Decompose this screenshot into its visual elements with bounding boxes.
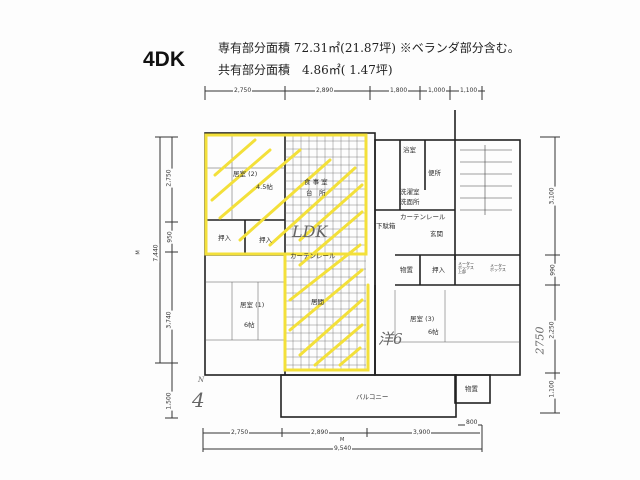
- handwritten-yo6: 洋6: [378, 330, 403, 348]
- dim-right-4: 1,100: [548, 379, 556, 399]
- room1-label: 居室 (1): [240, 301, 265, 309]
- dim-bottom-total-mark: M: [339, 437, 346, 443]
- room3-size: 6帖: [428, 328, 439, 336]
- storage-label: 物置: [400, 266, 413, 274]
- bath-label: 浴室: [403, 146, 416, 154]
- closet-a-label: 押入: [218, 234, 231, 242]
- closet-c-label: 押入: [432, 266, 445, 274]
- dim-right-1: 3,100: [548, 186, 556, 206]
- dim-bottom-2: 2,890: [310, 429, 330, 436]
- dim-top-3: 1,800: [389, 87, 409, 94]
- meter-box-label: メーターボックス: [490, 263, 506, 272]
- handwritten-north: N: [198, 376, 205, 384]
- dim-left-4: 1,500: [165, 391, 173, 411]
- room2-label: 居室 (2): [233, 170, 258, 178]
- dim-left-1: 2,750: [165, 168, 173, 188]
- handwritten-2750: 2750: [533, 326, 547, 355]
- curtain-rail-label: カーテンレール: [400, 213, 446, 221]
- room1-size: 6帖: [244, 321, 255, 329]
- dim-top-1: 2,750: [233, 87, 253, 94]
- entrance-label: 玄関: [430, 230, 443, 238]
- dim-bottom-4: 800: [465, 419, 479, 426]
- dim-right-3: 2,250: [548, 320, 556, 340]
- balcony-label: バルコニー: [356, 393, 389, 401]
- handwritten-ldk: LDK: [292, 222, 328, 241]
- dim-left-3: 3,740: [165, 310, 173, 330]
- dim-right-2: 990: [549, 263, 557, 277]
- washroom-label: 洗面所: [400, 198, 420, 206]
- dim-left-2: 950: [166, 230, 174, 244]
- kitchen-label: 台 所: [306, 189, 326, 197]
- living-label: 居間: [311, 298, 324, 306]
- common-area-text: 共有部分面積 4.86㎡( 1.47坪): [218, 63, 393, 77]
- private-area-text: 専有部分面積 72.31㎡(21.87坪) ※ベランダ部分含む。: [218, 41, 520, 55]
- dim-bottom-total: 9,540: [333, 445, 353, 452]
- storage-2-label: 物置: [465, 385, 478, 393]
- dim-top-4: 1,000: [427, 87, 447, 94]
- meter-box-top-label: メーターボックス上部: [458, 261, 474, 274]
- dim-top-2: 2,890: [315, 87, 335, 94]
- dim-left-total: 7,440: [152, 243, 160, 263]
- dining-label: 食 事 室: [304, 178, 328, 186]
- shoe-cabinet-label: 下駄箱: [376, 222, 396, 230]
- dim-left-total-mark: M: [135, 249, 142, 256]
- curtain-rail-2-label: カーテンレール: [290, 252, 336, 260]
- laundry-label: 洗濯室: [400, 188, 420, 196]
- toilet-label: 便所: [428, 169, 441, 177]
- room3-label: 居室 (3): [410, 315, 435, 323]
- dim-bottom-1: 2,750: [230, 429, 250, 436]
- closet-b-label: 押入: [259, 236, 272, 244]
- dim-bottom-3: 3,900: [412, 429, 432, 436]
- handwritten-four: 4: [192, 388, 205, 412]
- dim-top-5: 1,100: [459, 87, 479, 94]
- plan-type-title: 4DK: [143, 48, 186, 71]
- room2-size: 4.5帖: [256, 183, 273, 191]
